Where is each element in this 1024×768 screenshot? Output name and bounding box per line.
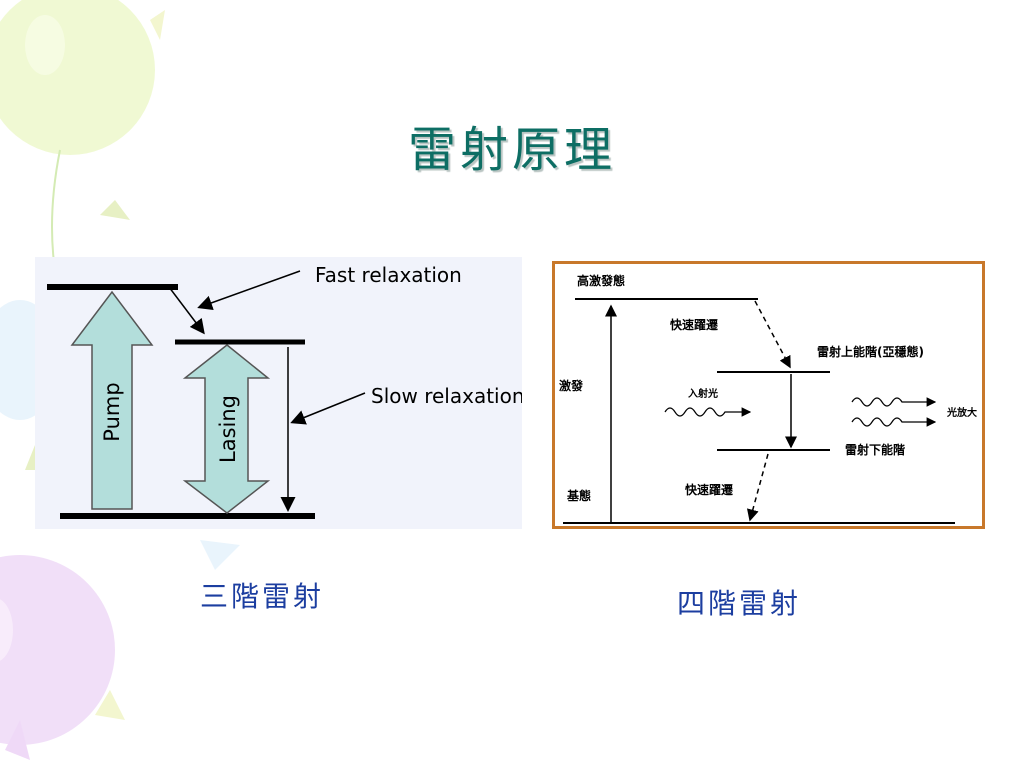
balloon-purple (0, 555, 115, 745)
fast-transition-top-arrow (754, 300, 791, 369)
streamer-1 (150, 10, 165, 40)
amplified-wave-2 (851, 417, 937, 427)
slow-label-pointer (290, 392, 366, 425)
incident-light-label: 入射光 (688, 387, 718, 400)
lasing-label: Lasing (216, 395, 240, 463)
pump-label: Pump (100, 382, 124, 441)
fast-transition-bottom-label: 快速躍遷 (685, 482, 733, 497)
upper-laser-level-label: 雷射上能階(亞穩態) (817, 344, 924, 359)
incident-light-wave (664, 407, 752, 417)
streamer-4 (95, 690, 125, 720)
high-excited-state-label: 高激發態 (577, 273, 625, 288)
balloon-purple-highlight (0, 599, 13, 661)
three-level-caption: 三階雷射 (200, 580, 325, 613)
fast-relaxation-label: Fast relaxation (315, 263, 462, 287)
pump-arrow (70, 290, 154, 510)
slide-title: 雷射原理 (407, 122, 616, 178)
balloon-yellow-highlight (25, 15, 65, 75)
slow-relaxation-label: Slow relaxation (371, 384, 522, 408)
streamer-2 (100, 200, 130, 220)
four-level-diagram: 高激發態 激發 基態 快速躍遷 雷射上能階(亞穩態) 雷射下能階 快速躍遷 入射… (552, 261, 985, 529)
ground-state-label: 基態 (566, 488, 591, 503)
four-level-caption: 四階雷射 (677, 587, 802, 620)
fast-relaxation-arrow (168, 286, 205, 335)
streamer-6 (200, 540, 240, 570)
fast-label-pointer (197, 270, 301, 310)
amplified-wave-1 (851, 397, 937, 407)
streamer-5 (5, 720, 30, 760)
three-level-diagram: Pump Lasing Fast relaxation Slow relaxat… (35, 257, 525, 529)
excitation-label: 激發 (559, 378, 584, 393)
amplified-light-label: 光放大 (946, 406, 977, 419)
fast-transition-top-label: 快速躍遷 (670, 317, 718, 332)
fast-transition-bottom-arrow (746, 453, 769, 522)
lasing-arrow (182, 344, 271, 514)
lower-laser-level-label: 雷射下能階 (845, 442, 905, 457)
